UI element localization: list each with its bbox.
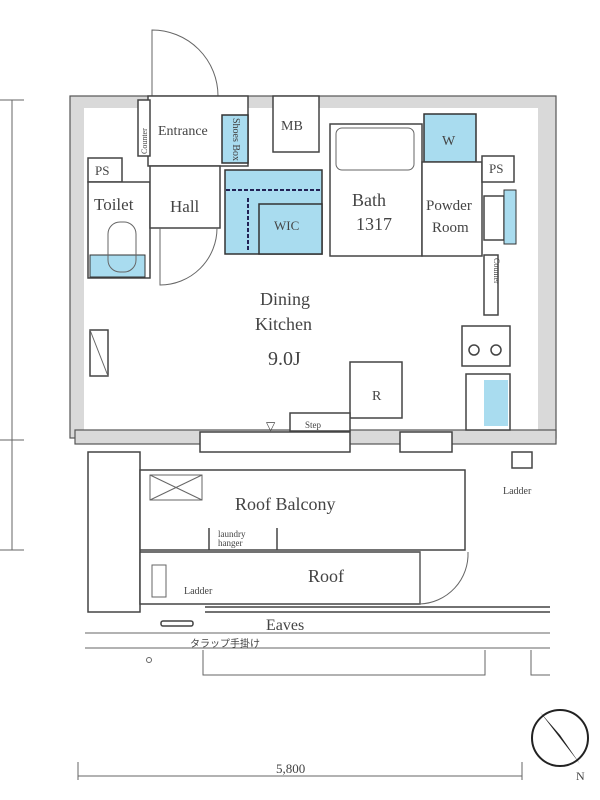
step — [289, 412, 351, 432]
ladder-left-label: Ladder — [184, 586, 213, 597]
roof-label: Roof — [308, 566, 344, 586]
compass-icon: N — [531, 709, 589, 783]
counter-left-label: Counter — [140, 128, 149, 154]
dining-label-1: Dining — [260, 289, 310, 309]
refrigerator — [349, 361, 403, 419]
refrigerator-label: R — [372, 389, 382, 404]
handhold-icon — [160, 620, 194, 627]
counter-right-label: Counter — [492, 258, 501, 284]
hall-label: Hall — [170, 197, 200, 216]
laundry-label-1: laundry — [218, 529, 246, 539]
powder-room-label-1: Powder — [426, 198, 472, 214]
dining-size: 9.0J — [268, 348, 301, 370]
roof — [139, 551, 421, 605]
bath-size: 1317 — [356, 214, 392, 234]
mb — [272, 95, 320, 153]
bath-label: Bath — [352, 190, 386, 210]
window-small — [399, 431, 453, 453]
powder-room — [421, 161, 483, 257]
stove-icon — [461, 325, 511, 367]
dimension-label: 5,800 — [276, 761, 305, 776]
down-arrow-icon: ▽ — [266, 419, 276, 433]
eaves-label: Eaves — [266, 617, 304, 634]
laundry-label-2: hanger — [218, 538, 243, 548]
compass-north-label: N — [576, 769, 585, 783]
window-sliding — [199, 431, 351, 453]
hatch-icon — [149, 474, 203, 501]
vanity — [483, 195, 505, 241]
ps-left-label: PS — [95, 163, 109, 178]
entrance-label: Entrance — [158, 124, 208, 139]
step-label: Step — [305, 420, 322, 430]
roof-balcony-label: Roof Balcony — [235, 494, 336, 514]
toilet-fixture-icon — [107, 221, 137, 273]
ladder-right-label: Ladder — [503, 486, 532, 497]
handhold-label: タラップ手掛け — [190, 637, 260, 650]
entrance-door — [151, 29, 219, 97]
powder-room-label-2: Room — [432, 220, 469, 236]
hall — [149, 165, 221, 229]
mb-label: MB — [281, 119, 303, 134]
bathtub-icon — [335, 127, 415, 171]
shoes-box-label: Shoes Box — [230, 118, 241, 161]
washer-label: W — [442, 134, 456, 149]
roof-balcony — [139, 469, 466, 551]
bath — [329, 123, 423, 257]
shoes-box — [221, 114, 249, 164]
dining-label-2: Kitchen — [255, 314, 312, 334]
ps-right-label: PS — [489, 161, 503, 176]
wic-label: WIC — [274, 218, 299, 233]
toilet-label: Toilet — [94, 195, 134, 214]
